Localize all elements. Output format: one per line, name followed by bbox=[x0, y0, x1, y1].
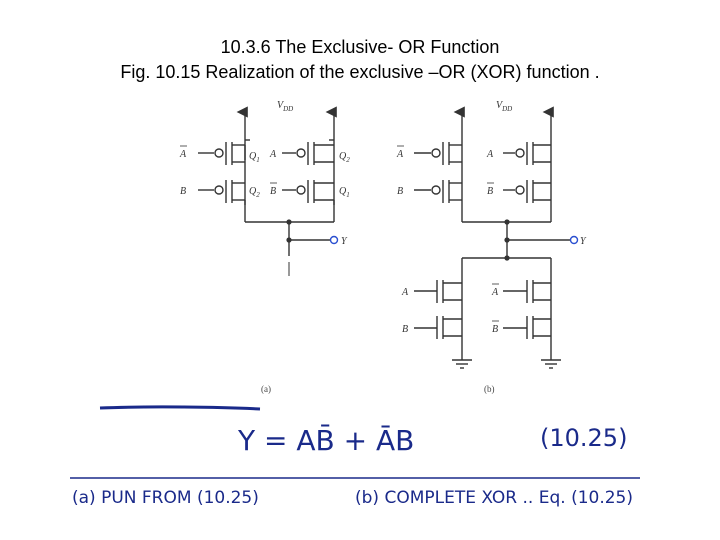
junction-dot bbox=[286, 237, 292, 243]
output-y-b: Y bbox=[580, 236, 587, 247]
q1-label: Q1 bbox=[249, 151, 260, 164]
pdn-b-bar-b: B bbox=[492, 324, 498, 335]
q2-label: Q2 bbox=[249, 186, 260, 199]
pun-b-bar-b: B bbox=[487, 186, 493, 197]
pun-a-b: A bbox=[486, 149, 494, 160]
junction-dot bbox=[504, 219, 510, 225]
label-a: (a) bbox=[261, 384, 271, 394]
junction-dot bbox=[286, 219, 292, 225]
vdd-label-a: VDD bbox=[277, 100, 293, 113]
pun-a-bar-b: A bbox=[396, 149, 404, 160]
input-a-bar-a: A bbox=[179, 149, 187, 160]
output-y-a: Y bbox=[341, 236, 348, 247]
junction-dot bbox=[504, 237, 510, 243]
handwritten-equation: Y = AB̄ + ĀB bbox=[237, 423, 414, 457]
circuit-a bbox=[198, 106, 339, 276]
handwritten-note-a: (a) PUN FROM (10.25) bbox=[72, 488, 259, 508]
junction-dot bbox=[504, 255, 510, 261]
input-a-a: A bbox=[269, 149, 277, 160]
figure-caption: Fig. 10.15 Realization of the exclusive … bbox=[120, 62, 600, 82]
pdn-a-b: A bbox=[401, 287, 409, 298]
input-b-bar-a: B bbox=[270, 186, 276, 197]
pdn-b-b: B bbox=[402, 324, 408, 335]
q3-label: Q2 bbox=[339, 151, 350, 164]
input-b-a: B bbox=[180, 186, 186, 197]
section-heading: 10.3.6 The Exclusive- OR Function bbox=[220, 37, 500, 57]
pun-b-b: B bbox=[397, 186, 403, 197]
pdn-a-bar-b: A bbox=[491, 287, 499, 298]
handwritten-note-b: (b) COMPLETE XOR .. Eq. (10.25) bbox=[355, 488, 633, 508]
handwritten-eq-number: (10.25) bbox=[540, 424, 627, 452]
vdd-label-b: VDD bbox=[496, 100, 512, 113]
label-b: (b) bbox=[484, 384, 495, 394]
q4-label: Q1 bbox=[339, 186, 350, 199]
